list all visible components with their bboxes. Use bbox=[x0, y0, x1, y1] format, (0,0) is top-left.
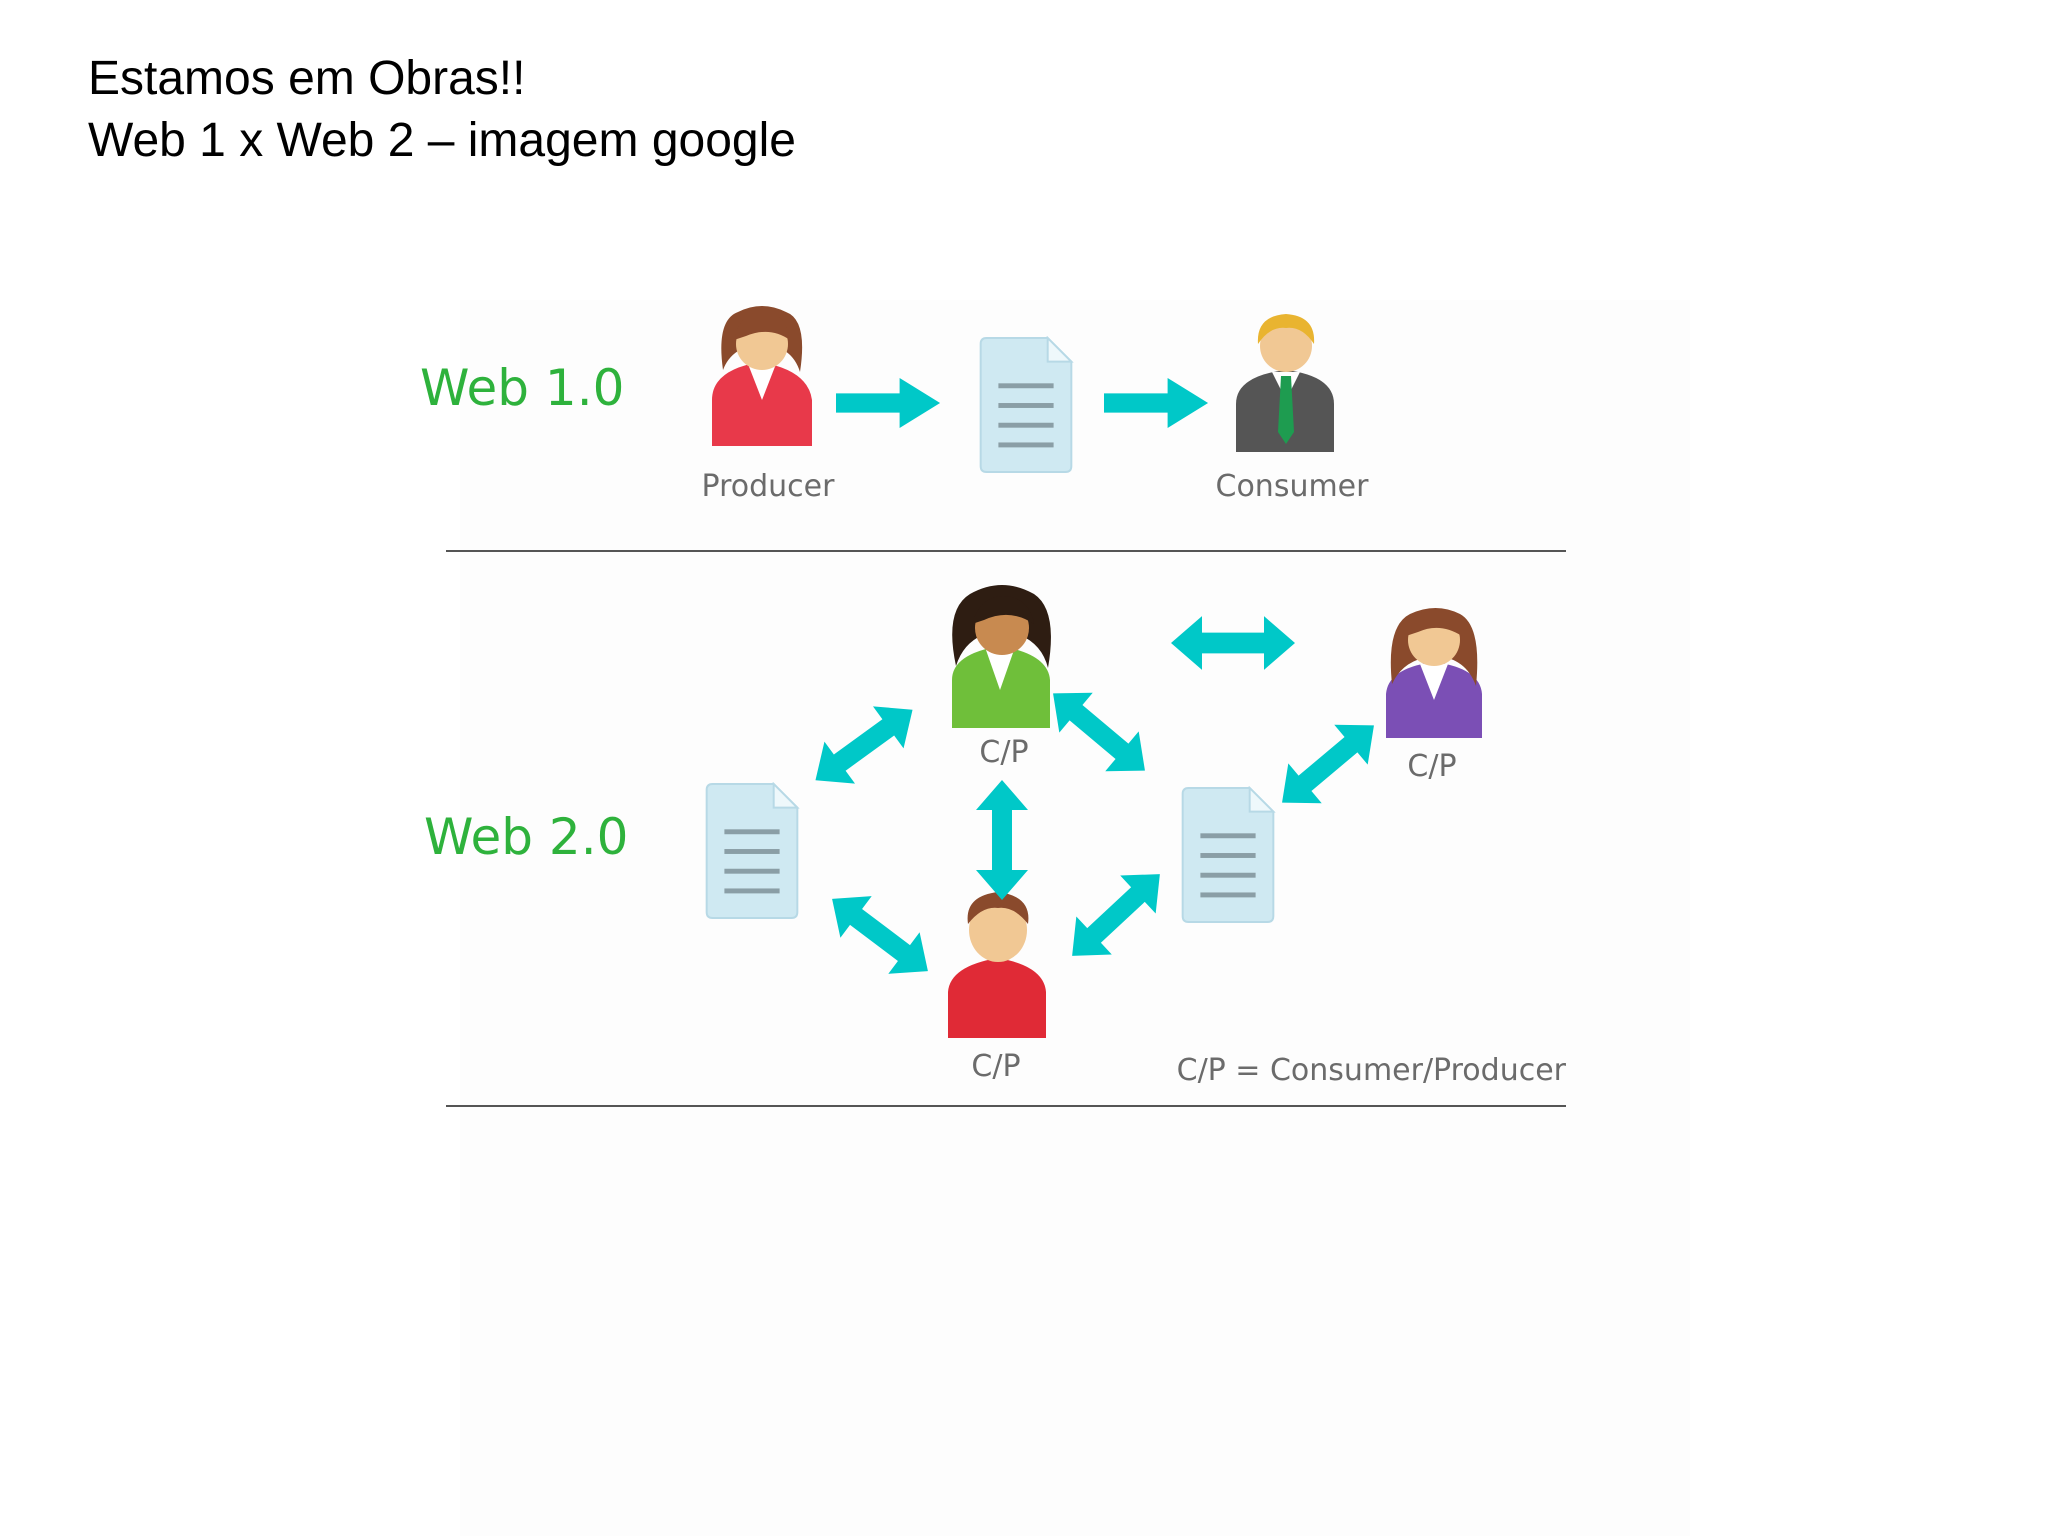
cp-bottom-person-icon bbox=[948, 892, 1046, 1038]
web1-label: Web 1.0 bbox=[420, 359, 624, 417]
web2-label: Web 2.0 bbox=[424, 808, 628, 866]
double-arrow-icon bbox=[800, 689, 928, 802]
double-arrow-icon bbox=[1054, 855, 1177, 975]
double-arrow-icon bbox=[1171, 616, 1295, 670]
consumer-person-icon bbox=[1236, 314, 1334, 452]
consumer-label: Consumer bbox=[1216, 469, 1370, 504]
cp-top-person-icon bbox=[952, 585, 1051, 728]
document-icon bbox=[1183, 788, 1274, 922]
arrow-right-icon bbox=[1104, 378, 1208, 428]
double-arrow-icon bbox=[1265, 706, 1390, 823]
document-icon bbox=[707, 784, 798, 918]
cp-top-label: C/P bbox=[979, 735, 1028, 770]
document-icon bbox=[981, 338, 1072, 472]
double-arrow-icon bbox=[976, 780, 1028, 900]
cp-right-label: C/P bbox=[1407, 749, 1456, 784]
cp-bottom-label: C/P bbox=[971, 1049, 1020, 1084]
cp-right-person-icon bbox=[1386, 608, 1482, 738]
arrow-right-icon bbox=[836, 378, 940, 428]
double-arrow-icon bbox=[1036, 674, 1161, 791]
cp-legend: C/P = Consumer/Producer bbox=[1177, 1053, 1567, 1088]
producer-person-icon bbox=[712, 306, 812, 446]
double-arrow-icon bbox=[816, 878, 943, 992]
producer-label: Producer bbox=[702, 469, 836, 504]
